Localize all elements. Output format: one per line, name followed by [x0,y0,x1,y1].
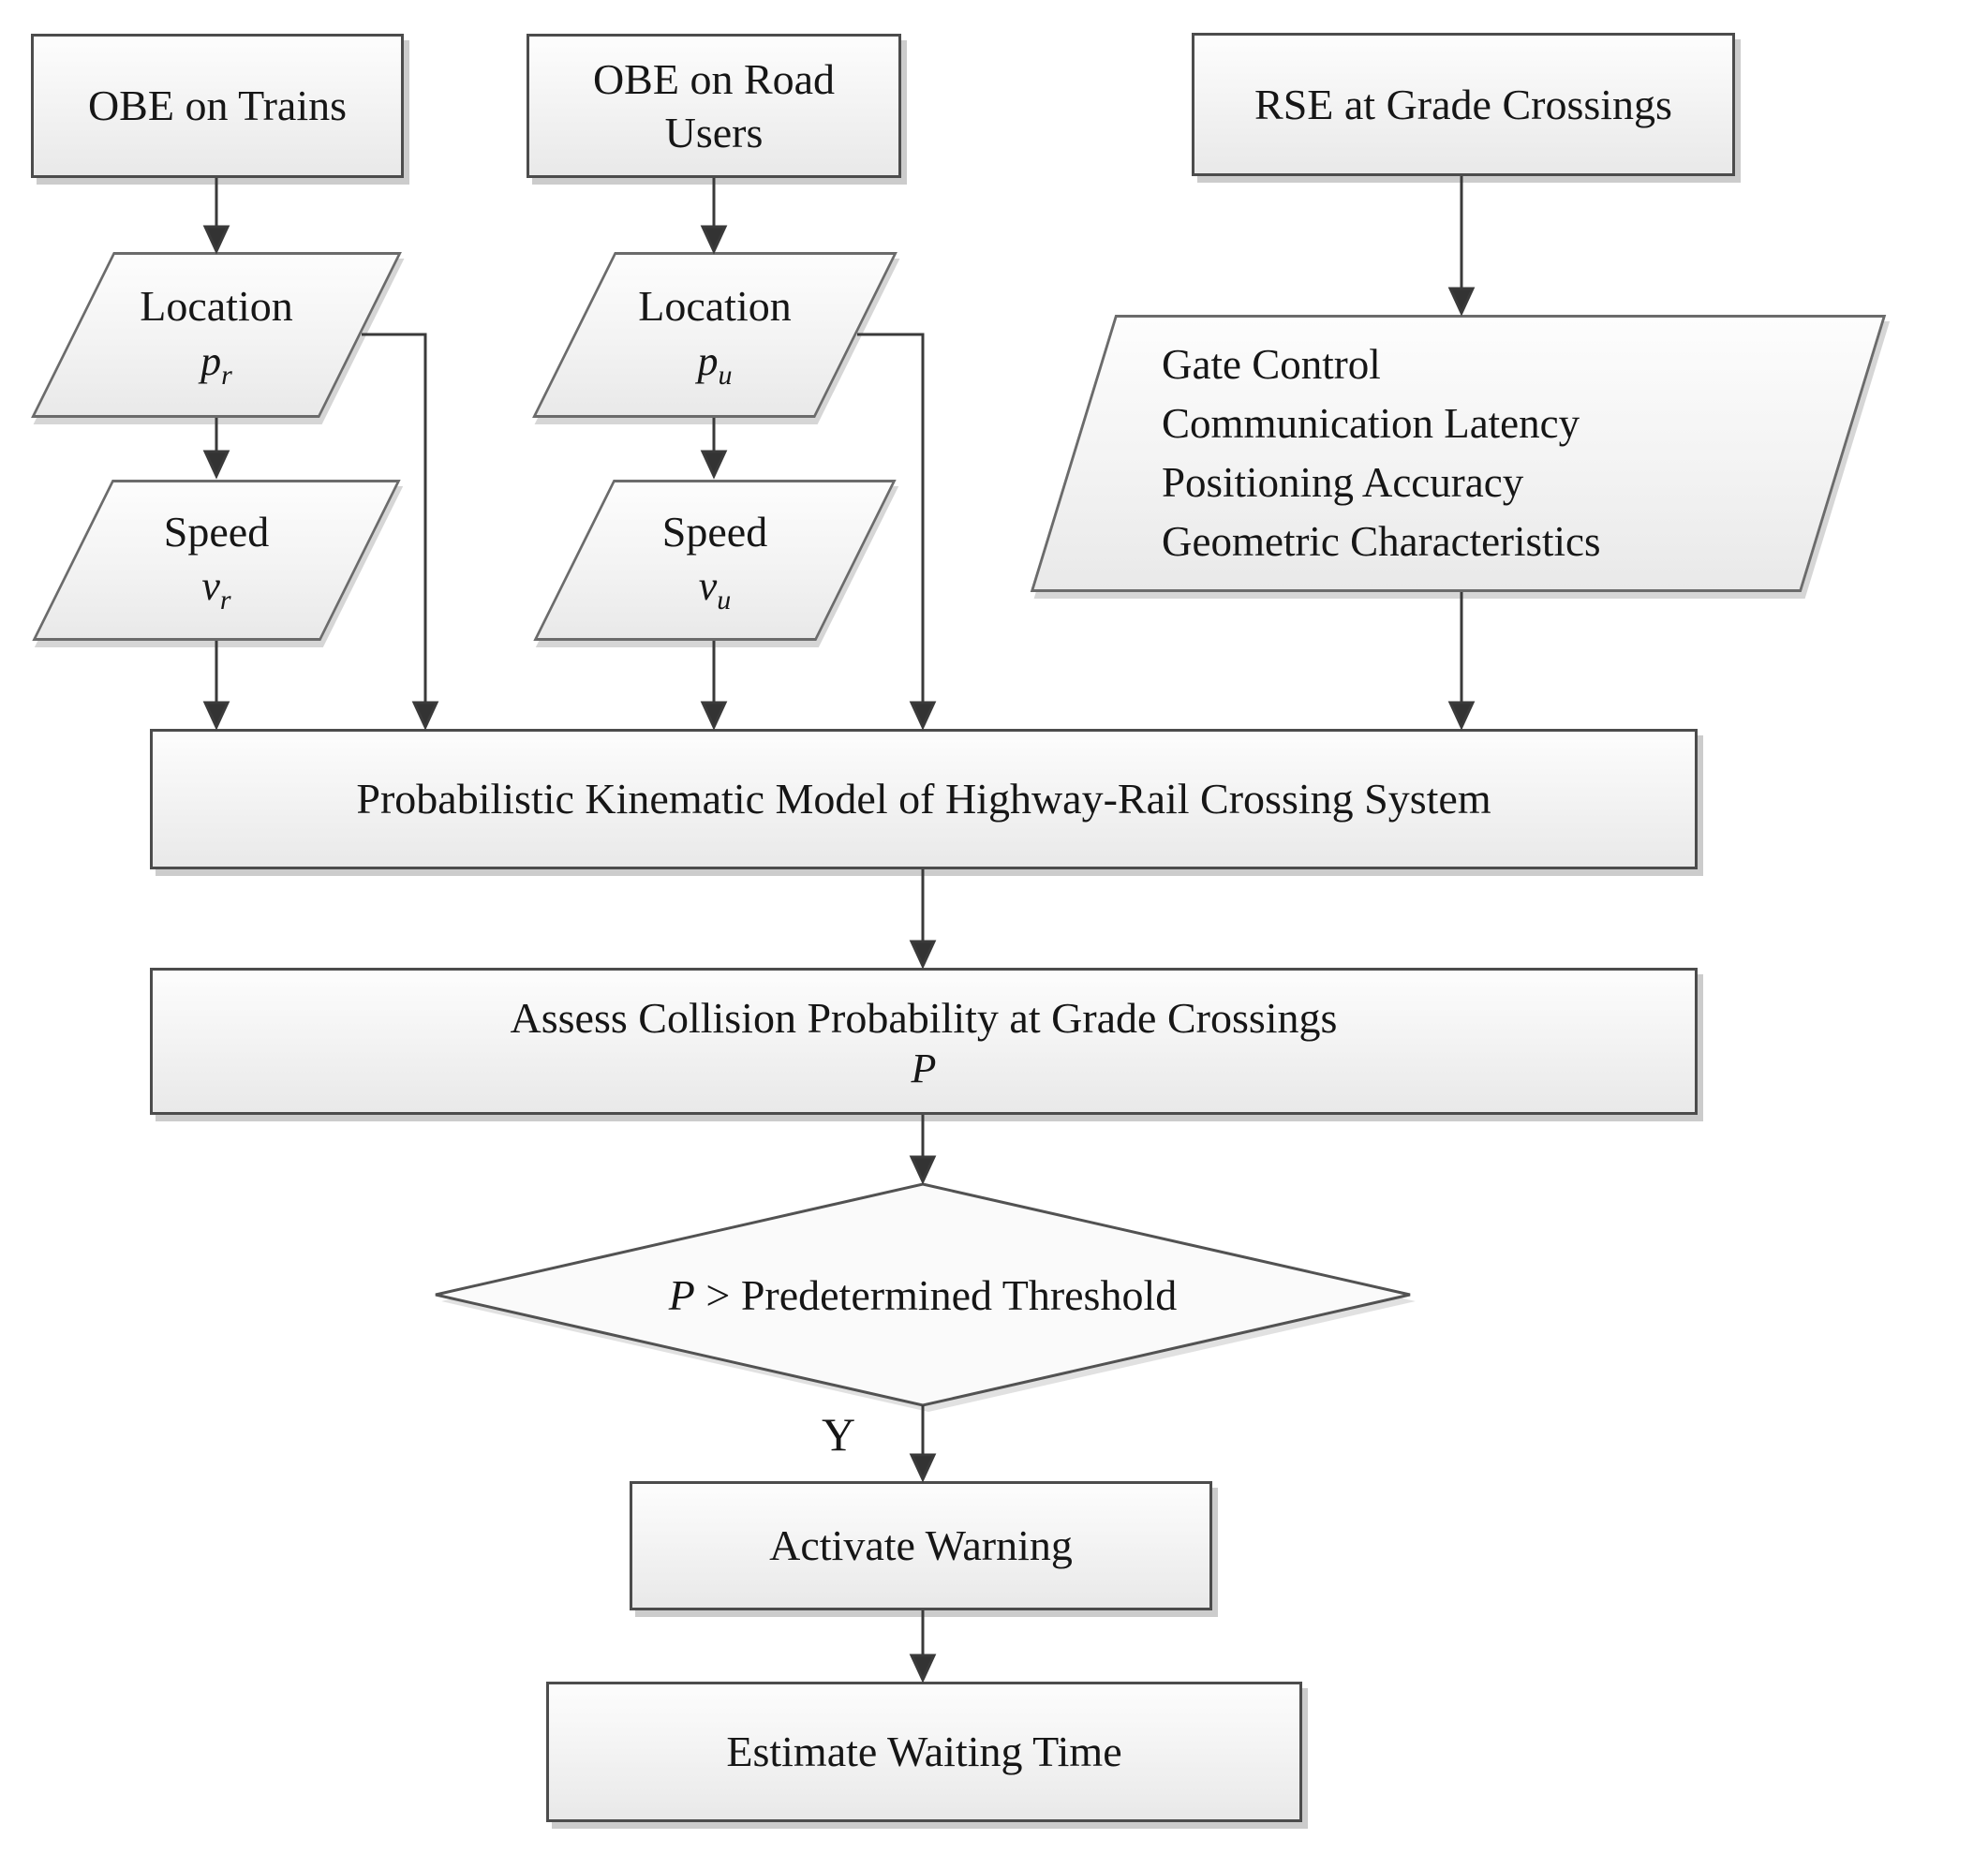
arrowhead-activate-to-estimate [909,1654,937,1683]
node-speed-train-label: Speed [163,507,270,556]
node-location-user: Location pu [532,252,898,418]
node-location-user-label: Location [638,282,792,331]
node-obe-trains: OBE on Trains [31,34,404,178]
var-sub-u: u [718,359,733,391]
param-communication-latency: Communication Latency [1162,400,1580,447]
arrowhead-parameters-to-model [1447,701,1476,731]
node-speed-user-label: Speed [661,507,768,556]
node-speed-train: Speed vr [32,480,401,641]
decision-rest-text: > Predetermined Threshold [694,1271,1178,1319]
var-p-train: p [200,337,222,384]
node-obe-road-users: OBE on Road Users [527,34,901,178]
var-sub-r2: r [219,585,231,616]
arrowhead-speed-user-to-model [700,701,728,731]
node-assess-label: Assess Collision Probability at Grade Cr… [510,993,1338,1042]
node-decision-label: P > Predetermined Threshold [548,1260,1298,1330]
node-location-train-symbol: pr [200,337,232,391]
node-assess-collision-probability: Assess Collision Probability at Grade Cr… [150,968,1698,1115]
node-rse-grade-crossings: RSE at Grade Crossings [1192,33,1735,176]
param-gate-control: Gate Control [1162,341,1381,388]
arrowhead-location-user-bypass [909,701,937,731]
node-obe-trains-label: OBE on Trains [87,82,348,130]
node-speed-user: Speed vu [533,480,897,641]
var-capital-p-decision: P [668,1271,695,1319]
arrowhead-assess-to-decision [909,1155,937,1185]
arrowhead-location-user-to-speed [700,450,728,480]
param-geometric-characteristics: Geometric Characteristics [1162,518,1601,565]
node-kinematic-model-label: Probabilistic Kinematic Model of Highway… [356,775,1491,823]
branch-yes-label: Y [821,1408,856,1461]
var-capital-p: P [911,1046,937,1092]
node-location-user-symbol: pu [697,337,733,391]
arrowhead-rse-to-parameters [1447,287,1476,317]
arrowhead-decision-to-activate [909,1453,937,1483]
node-speed-train-symbol: vr [201,564,230,616]
node-estimate-waiting-label: Estimate Waiting Time [726,1728,1122,1776]
node-activate-warning-label: Activate Warning [769,1521,1073,1570]
var-v-train: v [201,563,220,610]
node-crossing-parameters: Gate Control Communication Latency Posit… [1030,315,1887,592]
node-estimate-waiting-time: Estimate Waiting Time [546,1682,1302,1822]
arrowhead-location-train-to-speed [202,450,230,480]
node-location-train-label: Location [140,282,293,331]
arrowhead-model-to-assess [909,940,937,970]
var-sub-r: r [221,359,232,391]
node-location-train: Location pr [31,252,402,418]
node-assess-symbol-p: P [912,1046,937,1091]
node-activate-warning: Activate Warning [630,1481,1212,1610]
arrowhead-location-train-bypass [411,701,439,731]
arrowhead-speed-train-to-model [202,701,230,731]
node-speed-user-symbol: vu [699,564,732,616]
node-kinematic-model: Probabilistic Kinematic Model of Highway… [150,729,1698,869]
arrowhead-users-to-location [700,225,728,255]
var-p-user: p [697,337,719,384]
node-obe-road-users-label: OBE on Road Users [592,54,836,157]
var-v-user: v [698,563,718,610]
var-sub-u2: u [717,585,732,616]
param-positioning-accuracy: Positioning Accuracy [1162,459,1524,506]
arrowhead-trains-to-location [202,225,230,255]
node-rse-label: RSE at Grade Crossings [1254,80,1672,128]
